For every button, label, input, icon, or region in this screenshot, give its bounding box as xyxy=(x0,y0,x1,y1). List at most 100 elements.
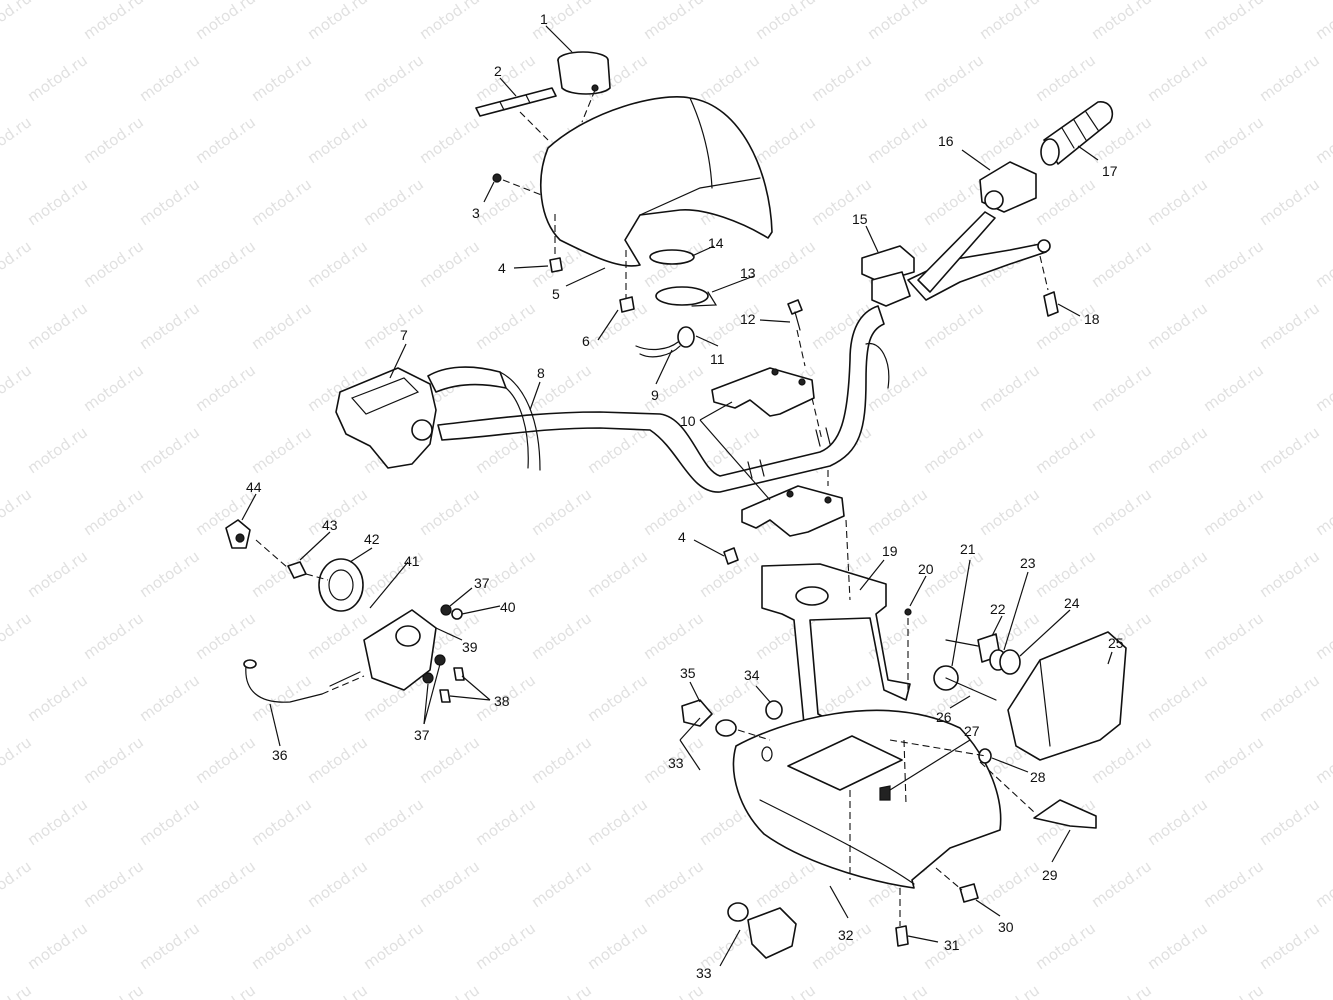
watermark-text: motod.ru xyxy=(0,609,35,663)
watermark-text: motod.ru xyxy=(136,919,203,973)
watermark-text: motod.ru xyxy=(528,485,595,539)
watermark-text: motod.ru xyxy=(1200,0,1267,43)
watermark-text: motod.ru xyxy=(640,981,707,1000)
watermark-text: motod.ru xyxy=(472,795,539,849)
watermark-text: motod.ru xyxy=(976,113,1043,167)
callout-32: 32 xyxy=(838,927,854,943)
watermark-text: motod.ru xyxy=(976,857,1043,911)
bushing-44 xyxy=(225,519,251,549)
callout-2: 2 xyxy=(494,63,502,79)
watermark-text: motod.ru xyxy=(1144,175,1211,229)
callout-43: 43 xyxy=(322,517,338,533)
watermark-text: motod.ru xyxy=(1256,919,1323,973)
watermark-text: motod.ru xyxy=(416,485,483,539)
watermark-text: motod.ru xyxy=(864,361,931,415)
throttle-housing xyxy=(979,161,1037,213)
watermark-text: motod.ru xyxy=(864,113,931,167)
callout-22: 22 xyxy=(990,601,1006,617)
watermark-text: motod.ru xyxy=(920,299,987,353)
watermark-text: motod.ru xyxy=(136,175,203,229)
watermark-text: motod.ru xyxy=(136,795,203,849)
watermark-text: motod.ru xyxy=(920,51,987,105)
watermark-text: motod.ru xyxy=(696,51,763,105)
nut-part xyxy=(619,296,635,313)
callout-7: 7 xyxy=(400,327,408,343)
watermark-text: motod.ru xyxy=(0,237,35,291)
watermark-text: motod.ru xyxy=(472,919,539,973)
callout-24: 24 xyxy=(1064,595,1080,611)
washer-37c xyxy=(422,672,434,684)
watermark-text: motod.ru xyxy=(136,671,203,725)
bulb-socket xyxy=(635,326,695,358)
watermark-text: motod.ru xyxy=(80,609,147,663)
watermark-text: motod.ru xyxy=(976,981,1043,1000)
watermark-text: motod.ru xyxy=(920,423,987,477)
watermark-text: motod.ru xyxy=(304,0,371,43)
watermark-text: motod.ru xyxy=(1200,733,1267,787)
gauge-part xyxy=(557,51,611,95)
callout-37-upper: 37 xyxy=(474,575,490,591)
cable-36 xyxy=(243,659,323,703)
watermark-text: motod.ru xyxy=(1312,733,1333,787)
watermark-text: motod.ru xyxy=(360,175,427,229)
callout-12: 12 xyxy=(740,311,756,327)
bushing-34 xyxy=(765,700,783,720)
screw-31 xyxy=(895,925,909,947)
callout-13: 13 xyxy=(740,265,756,281)
lever-screw xyxy=(1043,291,1059,317)
callout-16: 16 xyxy=(938,133,954,149)
watermark-text: motod.ru xyxy=(1144,51,1211,105)
watermark-text: motod.ru xyxy=(304,733,371,787)
callout-27: 27 xyxy=(964,723,980,739)
callout-29: 29 xyxy=(1042,867,1058,883)
callout-26: 26 xyxy=(936,709,952,725)
watermark-text: motod.ru xyxy=(24,547,91,601)
clip-30 xyxy=(959,883,979,903)
watermark-text: motod.ru xyxy=(752,113,819,167)
watermark-text: motod.ru xyxy=(80,485,147,539)
watermark-text: motod.ru xyxy=(1200,485,1267,539)
harness-clip xyxy=(1033,799,1097,829)
watermark-text: motod.ru xyxy=(416,0,483,43)
watermark-text: motod.ru xyxy=(1256,547,1323,601)
callout-4-lower: 4 xyxy=(678,529,686,545)
watermark-text: motod.ru xyxy=(0,0,35,43)
clip-part-lower xyxy=(723,547,739,565)
watermark-text: motod.ru xyxy=(0,113,35,167)
watermark-text: motod.ru xyxy=(1312,609,1333,663)
watermark-text: motod.ru xyxy=(528,857,595,911)
callout-5: 5 xyxy=(552,286,560,302)
watermark-text: motod.ru xyxy=(1200,981,1267,1000)
watermark-text: motod.ru xyxy=(80,237,147,291)
callout-9: 9 xyxy=(651,387,659,403)
watermark-text: motod.ru xyxy=(192,733,259,787)
lower-bar-clamp xyxy=(741,485,845,537)
watermark-text: motod.ru xyxy=(360,51,427,105)
watermark-text: motod.ru xyxy=(1312,485,1333,539)
watermark-text: motod.ru xyxy=(416,237,483,291)
callout-33-upper: 33 xyxy=(668,755,684,771)
watermark-text: motod.ru xyxy=(304,609,371,663)
washer-37b xyxy=(434,654,446,666)
bezel-ring xyxy=(649,249,695,265)
watermark-text: motod.ru xyxy=(1088,485,1155,539)
watermark-text: motod.ru xyxy=(24,919,91,973)
watermark-text: motod.ru xyxy=(304,857,371,911)
watermark-text: motod.ru xyxy=(1200,113,1267,167)
watermark-text: motod.ru xyxy=(584,919,651,973)
watermark-text: motod.ru xyxy=(640,857,707,911)
watermark-text: motod.ru xyxy=(416,981,483,1000)
watermark-text: motod.ru xyxy=(1144,671,1211,725)
watermark-text: motod.ru xyxy=(1032,547,1099,601)
watermark-text: motod.ru xyxy=(1312,237,1333,291)
watermark-text: motod.ru xyxy=(976,485,1043,539)
watermark-text: motod.ru xyxy=(416,113,483,167)
watermark-text: motod.ru xyxy=(0,857,35,911)
watermark-text: motod.ru xyxy=(976,361,1043,415)
headlamp-housing xyxy=(655,286,718,307)
watermark-text: motod.ru xyxy=(752,0,819,43)
watermark-text: motod.ru xyxy=(584,547,651,601)
callout-30: 30 xyxy=(998,919,1014,935)
callout-8: 8 xyxy=(537,365,545,381)
watermark-text: motod.ru xyxy=(1144,423,1211,477)
